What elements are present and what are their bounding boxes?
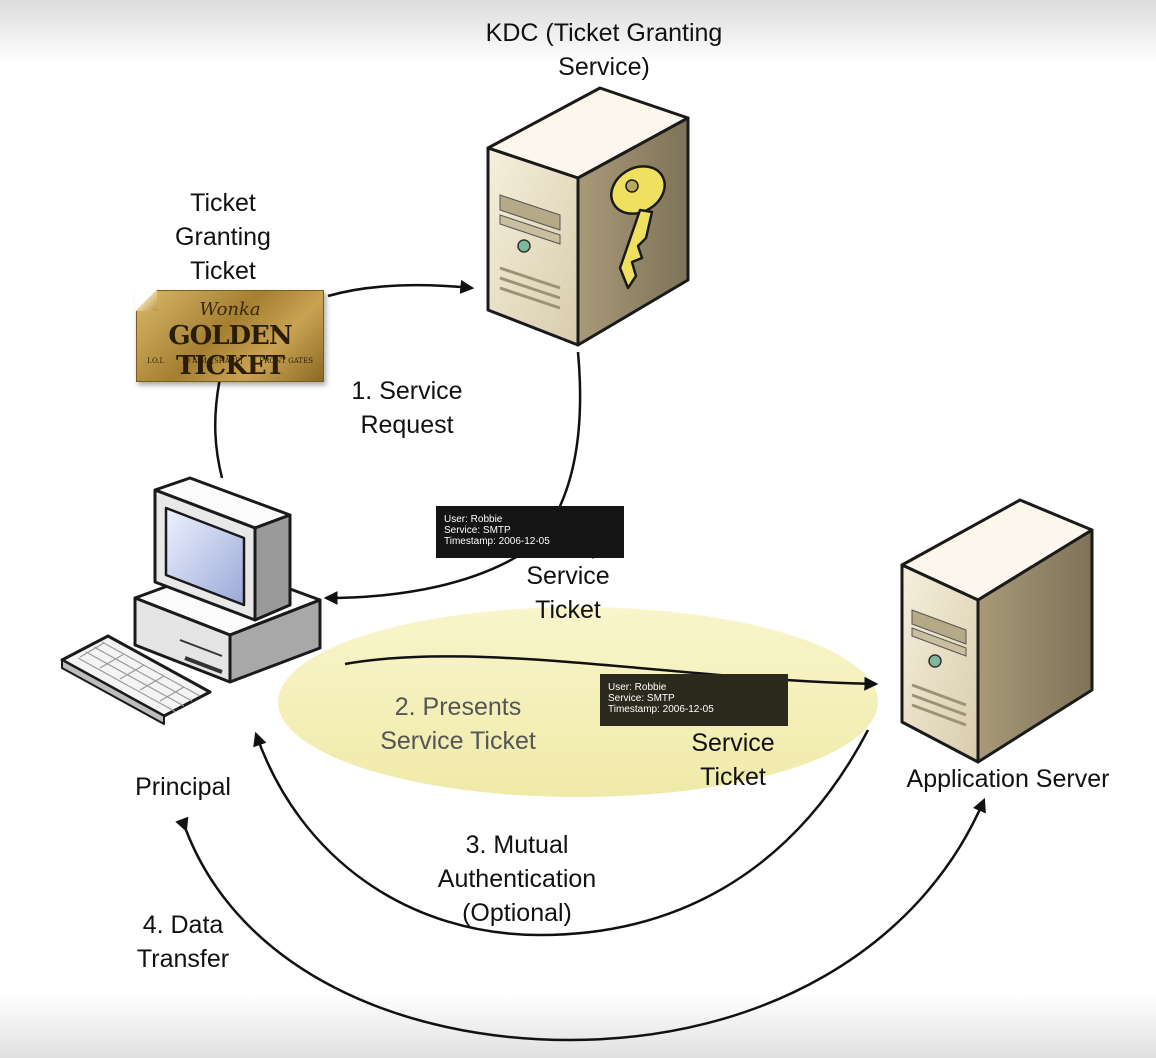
principal-tgt-connector: [214, 377, 224, 479]
arrow-data-transfer: [175, 797, 986, 1042]
key-icon: [610, 165, 666, 290]
arrow-presents-service-ticket: [344, 655, 879, 691]
ticket-service: Service: SMTP: [444, 525, 511, 536]
arrow-service-request: [327, 279, 475, 298]
fine-print-3: FRONT GATES: [259, 357, 313, 365]
highlight-ellipse: [278, 607, 878, 797]
service-ticket-card-2: User: Robbie Service: SMTP Timestamp: 20…: [600, 674, 788, 726]
arrow-mutual-authentication: [253, 729, 870, 937]
fine-print-2: 10 A.M. [SHARP]: [181, 357, 243, 365]
service-ticket-card-1: User: Robbie Service: SMTP Timestamp: 20…: [436, 506, 624, 558]
ticket-page-curl: [135, 289, 157, 311]
workstation-icon: [133, 476, 322, 684]
fine-print-1: I.O.I.: [147, 357, 165, 365]
principal-label: Principal: [135, 773, 231, 801]
keyboard-icon: [60, 634, 212, 725]
app-server-icon: [900, 498, 1094, 764]
ticket-user: User: Robbie: [444, 514, 503, 525]
golden-ticket-brand: Wonka: [199, 299, 261, 320]
golden-ticket-fine-print: I.O.I. 10 A.M. [SHARP] FRONT GATES: [147, 357, 313, 365]
application-server-label: Application Server: [906, 765, 1110, 793]
ticket-user: User: Robbie: [608, 682, 667, 693]
ticket-timestamp: Timestamp: 2006-12-05: [444, 536, 550, 547]
golden-ticket-title: GOLDEN TICKET: [168, 321, 292, 381]
golden-ticket-image: Wonka GOLDEN TICKET I.O.I. 10 A.M. [SHAR…: [135, 289, 324, 382]
ticket-service: Service: SMTP: [608, 693, 675, 704]
ticket-timestamp: Timestamp: 2006-12-05: [608, 704, 714, 715]
